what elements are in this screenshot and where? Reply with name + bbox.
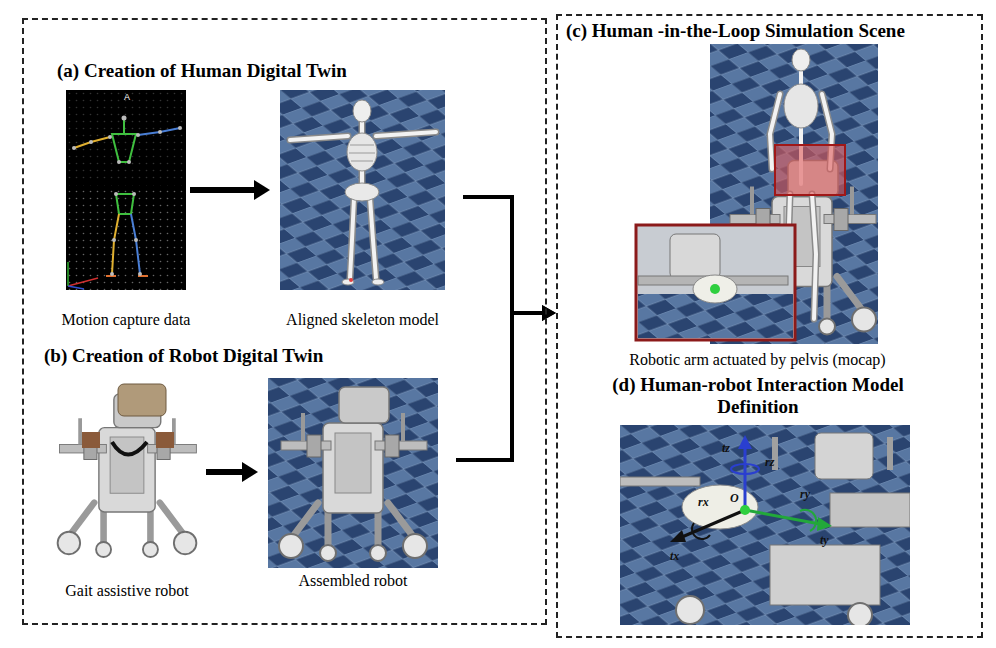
image-box: tz rz rx Ory tx ty <box>620 425 910 625</box>
arrow-connector <box>542 305 556 321</box>
arrow-connector <box>463 197 556 321</box>
axis-label: ty <box>820 533 829 547</box>
assembled-robot-image <box>268 378 438 568</box>
dashed-panel: (a) Creation of Human Digital Twin (b) Cr… <box>22 18 547 625</box>
image-box: Aligned skeleton model <box>280 90 445 290</box>
arrow-connector <box>190 187 256 193</box>
arrow-connector <box>190 180 270 200</box>
axis-label: O <box>730 491 739 505</box>
section-heading: (c) Human -in-the-Loop Simulation Scene <box>566 20 905 42</box>
mocap-image <box>66 90 186 290</box>
axis-label: rx <box>698 495 709 509</box>
robot-photo <box>52 372 202 572</box>
image-box: Gait assistive robot <box>52 372 202 572</box>
arrow-connector <box>542 305 556 321</box>
image-caption: Motion capture data <box>62 310 191 329</box>
simulation-scene-image <box>630 44 885 344</box>
image-box: Robotic arm actuated by pelvis (mocap) <box>630 44 885 344</box>
image-caption: Aligned skeleton model <box>286 310 439 329</box>
arrow-connector <box>456 313 544 460</box>
skeleton-image <box>280 90 445 290</box>
section-heading: (b) Creation of Robot Digital Twin <box>44 345 323 367</box>
marker-label: A <box>124 92 130 102</box>
arrow-connector <box>254 180 270 200</box>
axis-label: ry <box>800 487 810 501</box>
axis-label: tz <box>722 441 730 455</box>
arrow-connector <box>456 305 556 460</box>
image-caption: Gait assistive robot <box>65 581 189 600</box>
arrow-connector <box>242 462 258 482</box>
image-caption: Assembled robot <box>299 571 408 590</box>
image-box: Motion capture data <box>66 90 186 290</box>
image-caption: Robotic arm actuated by pelvis (mocap) <box>629 350 885 369</box>
section-heading: (d) Human-robot Interaction Model Defini… <box>608 374 908 418</box>
arrow-connector <box>206 469 244 475</box>
image-box: Assembled robot <box>268 378 438 568</box>
arrow-connector <box>206 462 258 482</box>
dashed-panel: (c) Human -in-the-Loop Simulation Scene (… <box>556 14 983 638</box>
section-heading: (a) Creation of Human Digital Twin <box>57 60 347 82</box>
arrow-connector <box>463 197 544 313</box>
axis-label: tx <box>670 549 679 563</box>
axis-label: rz <box>765 455 774 469</box>
